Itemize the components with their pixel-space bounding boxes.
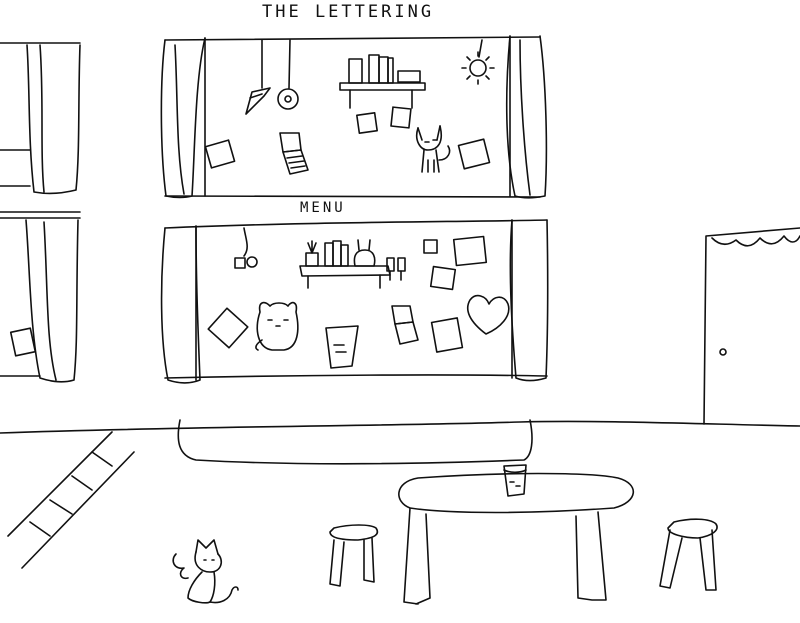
ladder[interactable] [8, 432, 134, 568]
pendant-crystal-icon[interactable] [246, 40, 270, 114]
cat-figure-icon[interactable] [417, 126, 450, 172]
sticker-note-icon[interactable] [357, 113, 377, 133]
sign-top-text: THE LETTERING [262, 2, 435, 22]
laptop-icon[interactable] [392, 306, 418, 344]
hanging-charm-icon[interactable] [235, 228, 257, 268]
key-tags-icon[interactable] [387, 258, 405, 280]
left-window-top [0, 43, 80, 193]
sticker-note-icon[interactable] [391, 107, 411, 128]
window-middle [162, 220, 548, 383]
shelf-icon[interactable] [300, 240, 390, 288]
cat-icon[interactable] [173, 540, 238, 603]
pendant-ball-icon[interactable] [278, 40, 298, 109]
door-knob-icon[interactable] [720, 349, 726, 355]
photo-frame-icon[interactable] [205, 140, 234, 168]
right-stool[interactable] [660, 519, 717, 590]
sticker-icon[interactable] [424, 240, 437, 253]
note-card-icon[interactable] [458, 139, 489, 169]
door[interactable] [704, 228, 800, 424]
photo-frame-icon[interactable] [431, 267, 456, 290]
floor-line [0, 421, 800, 433]
bookshelf-icon[interactable] [340, 55, 425, 108]
cup-icon[interactable] [504, 465, 526, 496]
table[interactable] [399, 474, 633, 605]
note-card-icon[interactable] [432, 318, 463, 352]
left-stool[interactable] [330, 525, 377, 586]
photo-frame-icon[interactable] [454, 237, 487, 266]
sun-decoration-icon[interactable] [462, 40, 494, 84]
left-window-middle [0, 212, 80, 382]
sign-middle-text: MENU [300, 200, 346, 216]
rug [178, 420, 532, 464]
hamster-figure-icon[interactable] [256, 303, 298, 350]
snack-bag-icon[interactable] [326, 326, 358, 368]
diamond-card-icon[interactable] [208, 308, 248, 348]
heart-card-icon[interactable] [468, 296, 509, 334]
window-top [161, 36, 546, 198]
card-icon[interactable] [11, 328, 36, 356]
laptop-icon[interactable] [280, 133, 308, 174]
